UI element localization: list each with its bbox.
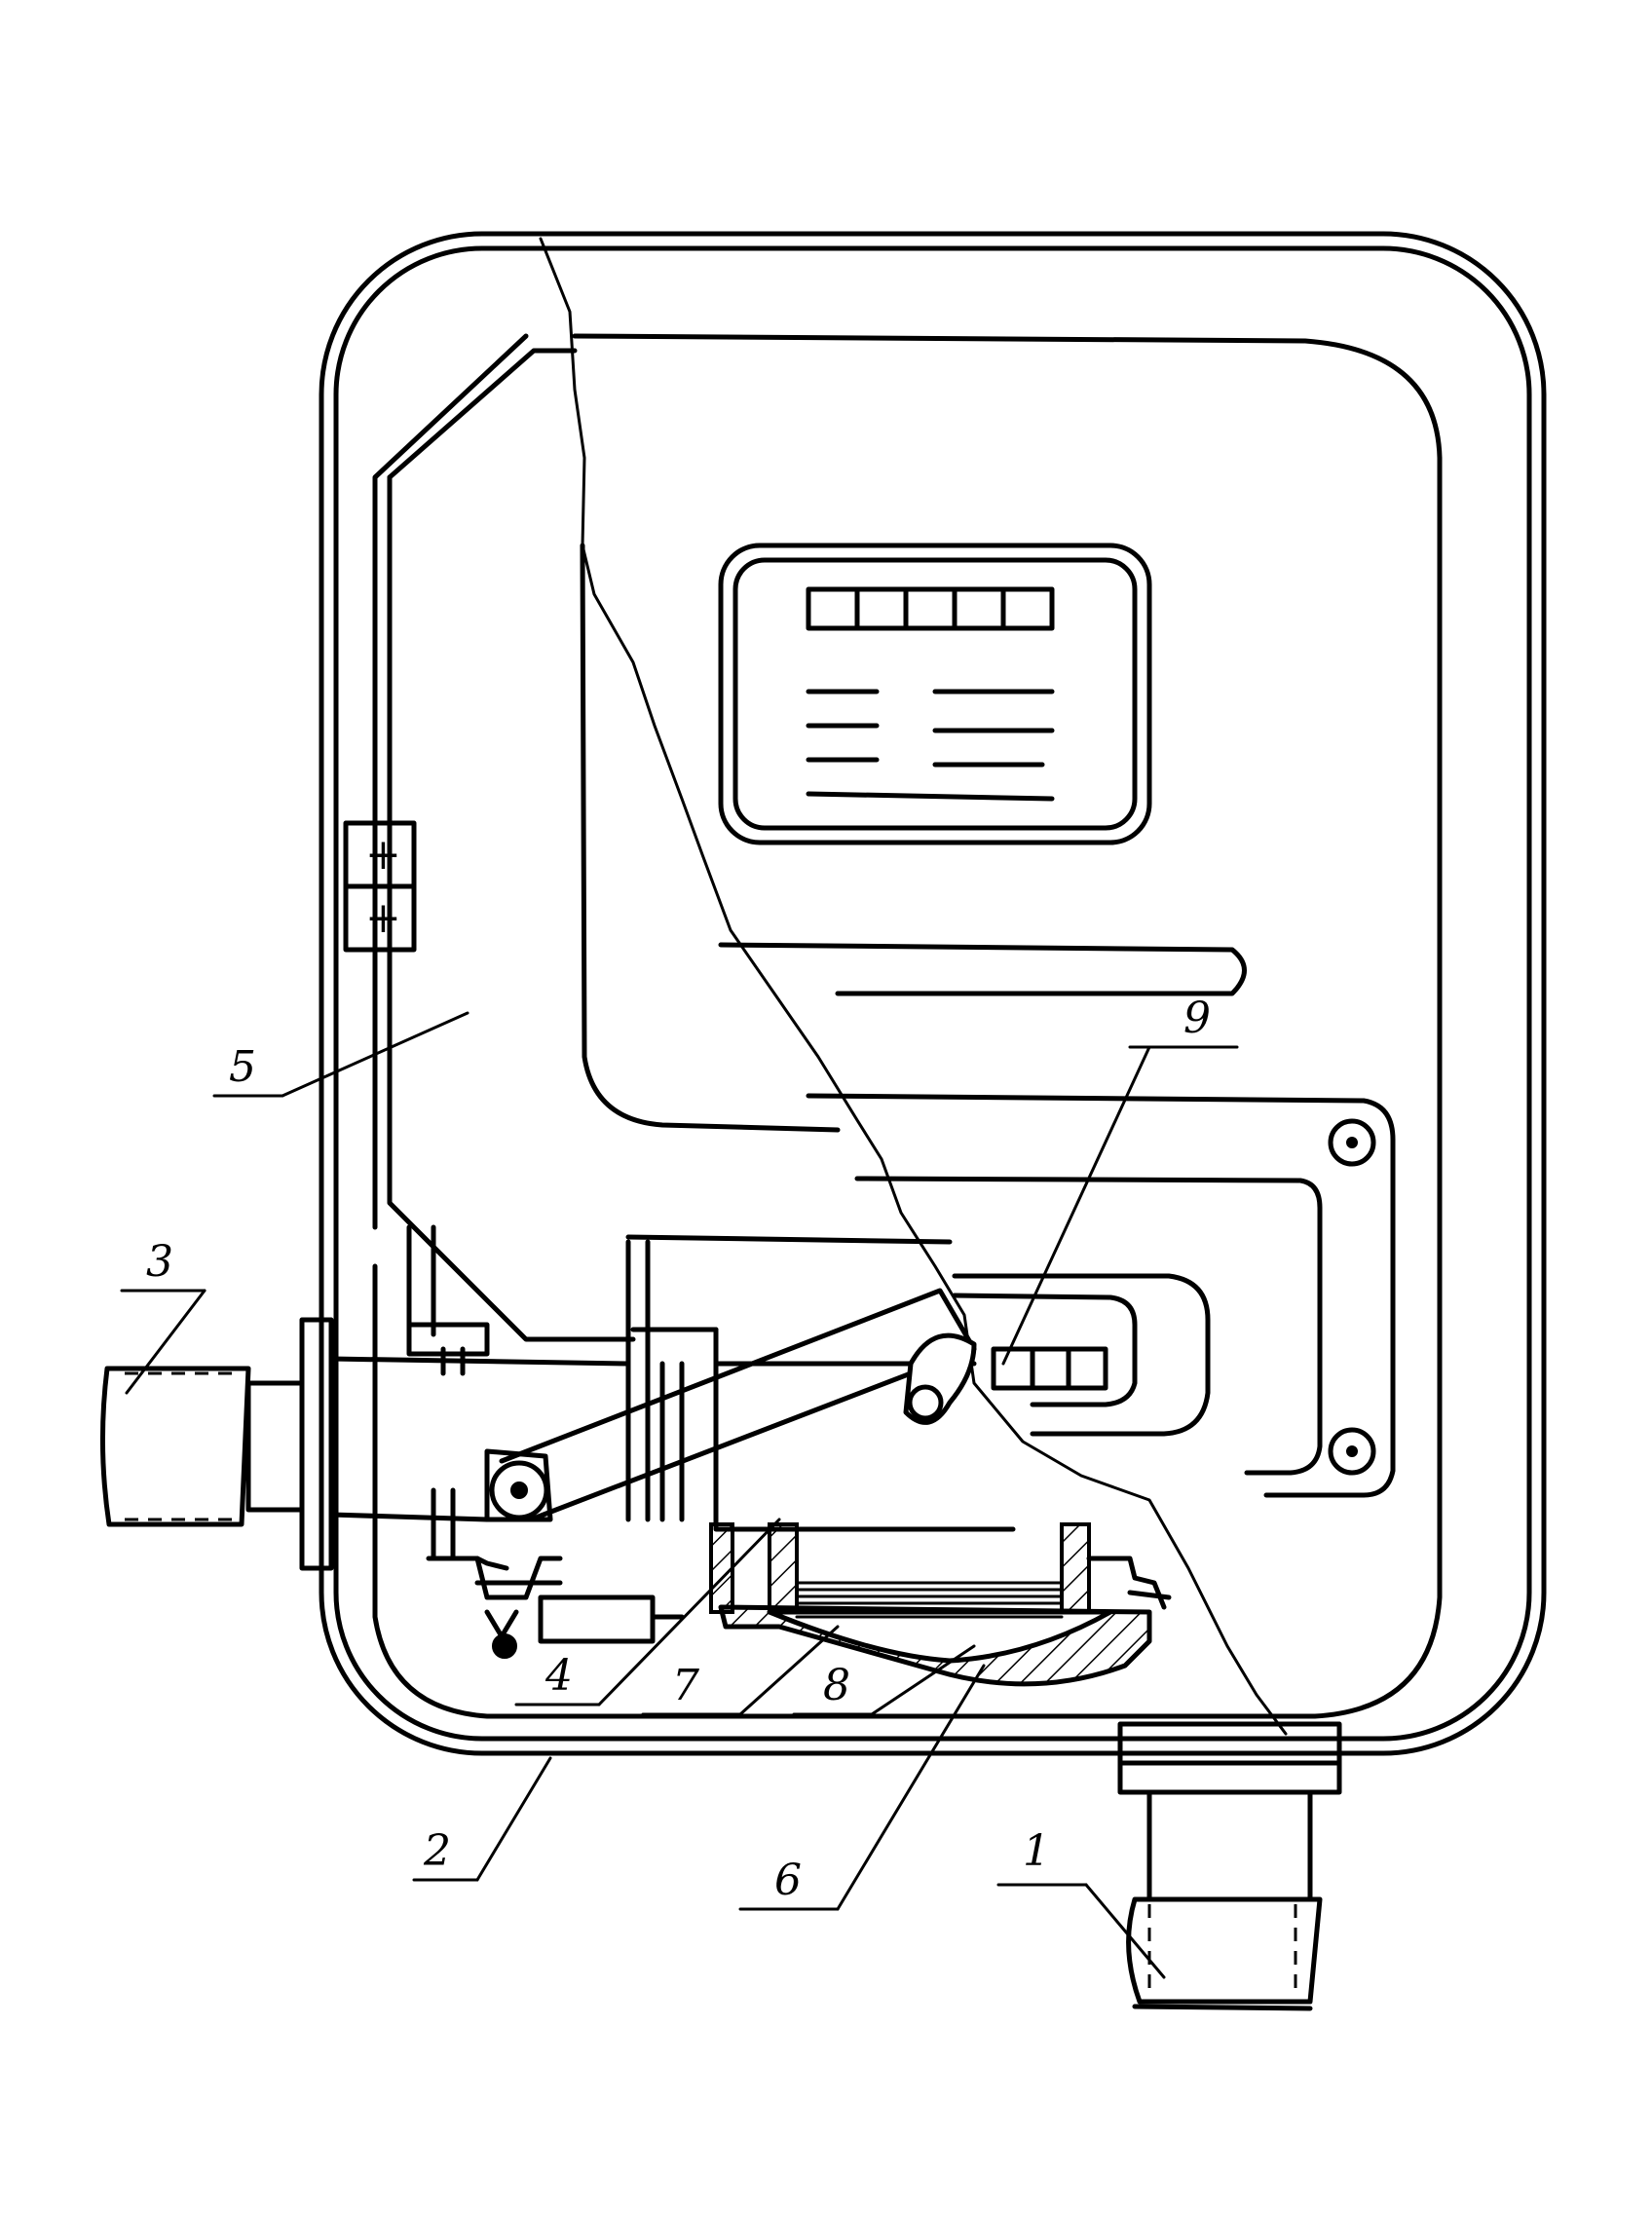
display-digit-cells <box>806 586 1055 631</box>
counter-window <box>991 1346 1108 1391</box>
inner-panel <box>580 543 841 1133</box>
valve-lower-assembly <box>426 1556 685 1659</box>
leader-lines <box>120 1011 1239 1979</box>
nameplate <box>718 543 1152 845</box>
valve-seat <box>709 1522 1172 1687</box>
label-8: 8 <box>823 1661 850 1710</box>
inlet-connector <box>99 1317 631 1571</box>
nameplate-text-lines <box>806 689 1055 802</box>
label-7: 7 <box>672 1661 699 1710</box>
mount-screw-bottom <box>1328 1427 1376 1476</box>
hinge <box>343 820 417 953</box>
label-2: 2 <box>423 1826 451 1876</box>
label-5: 5 <box>229 1042 256 1092</box>
cutaway-edge <box>539 237 1288 1736</box>
linkage-arm <box>484 1288 977 1522</box>
diaphragm-stack <box>795 1581 1064 1619</box>
counter-plate <box>806 1093 1396 1498</box>
guide-rods <box>406 1224 685 1561</box>
inner-cover <box>372 333 1443 1719</box>
hinge-symbol-bottom: + <box>365 893 401 943</box>
outlet-connector <box>1117 1721 1342 2011</box>
label-9: 9 <box>1183 994 1211 1043</box>
hinge-symbol-top: + <box>365 830 401 880</box>
mount-screw-top <box>1328 1118 1376 1167</box>
label-3: 3 <box>146 1237 173 1287</box>
slot <box>718 942 1247 996</box>
label-4: 4 <box>544 1651 573 1701</box>
label-1: 1 <box>1023 1826 1050 1876</box>
label-6: 6 <box>774 1856 802 1905</box>
